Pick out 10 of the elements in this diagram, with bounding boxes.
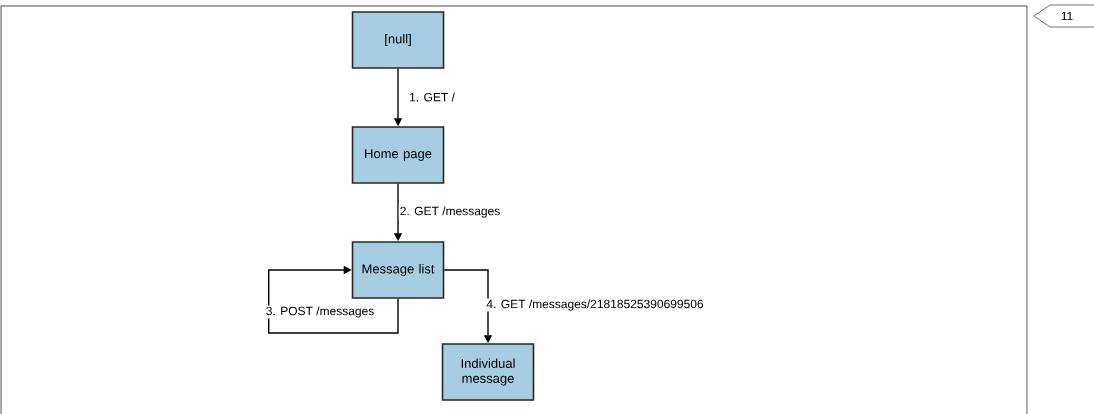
process-box: Individual message <box>441 343 535 401</box>
edge-label: 2. GET /messages <box>398 205 502 219</box>
process-box: [null] <box>351 11 445 69</box>
process-box: Home page <box>351 126 445 184</box>
arrow <box>268 265 399 334</box>
process-box: Message list <box>351 241 445 299</box>
edge-label: 4. GET /messages/21818525390699506 <box>485 298 705 312</box>
edge-label: 3. POST /messages <box>264 305 376 319</box>
edge-label: 1. GET / <box>408 91 456 103</box>
page-tag: 11 <box>1033 4 1094 28</box>
